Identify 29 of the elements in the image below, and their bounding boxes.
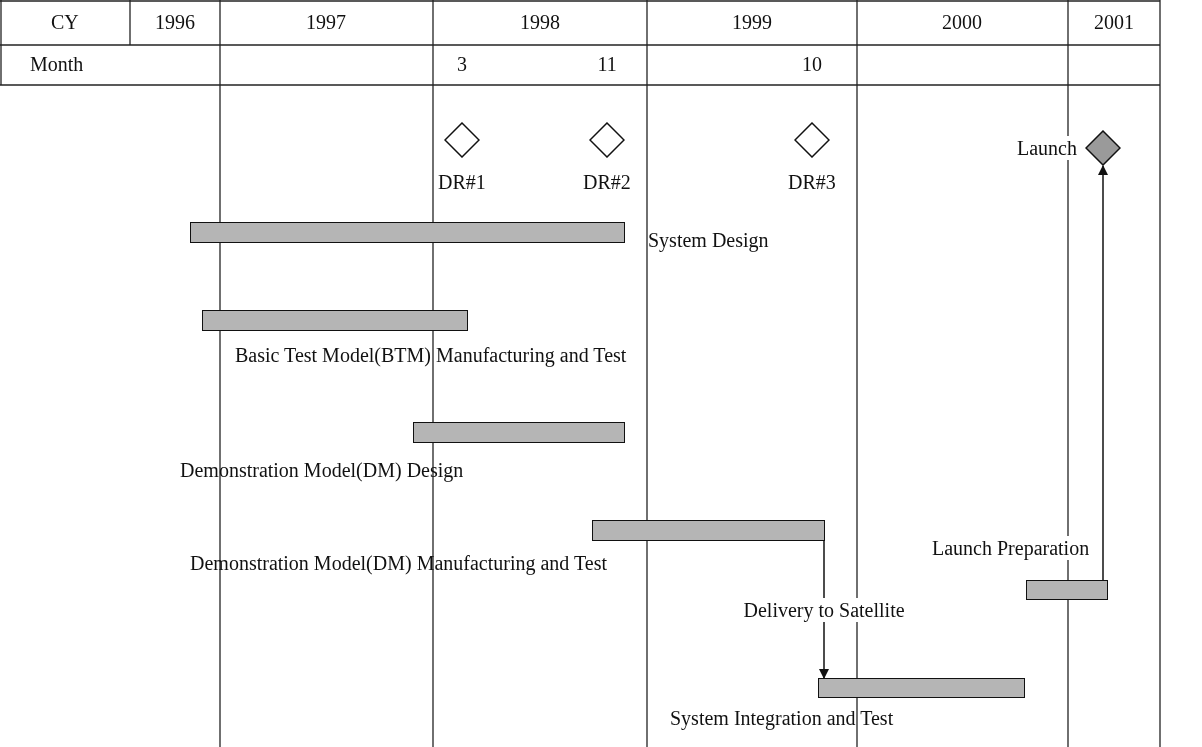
milestone-diamond [794,122,830,158]
task-label: System Integration and Test [670,706,894,730]
row-heading: Month [30,52,84,76]
task-label: System Design [648,228,769,252]
task-bar [1026,580,1108,600]
milestone-diamond [1085,130,1121,166]
year-label: 1997 [306,10,346,34]
year-label: 2001 [1094,10,1134,34]
milestone-label: Launch [1014,136,1080,160]
row-heading: CY [51,10,79,34]
task-bar [592,520,825,541]
task-bar [202,310,468,331]
milestone-diamond [589,122,625,158]
milestone-diamond [444,122,480,158]
task-bar [413,422,625,443]
milestone-label: DR#3 [788,170,836,194]
year-label: 1999 [732,10,772,34]
year-label: 2000 [942,10,982,34]
year-label: 1996 [155,10,195,34]
month-label: 3 [457,52,467,76]
month-label: 10 [802,52,822,76]
milestone-label: DR#1 [438,170,486,194]
milestone-label: DR#2 [583,170,631,194]
task-label: Basic Test Model(BTM) Manufacturing and Test [235,343,627,367]
month-label: 11 [597,52,617,76]
task-bar [190,222,625,243]
arrow [1098,165,1108,581]
year-label: 1998 [520,10,560,34]
task-bar [818,678,1025,698]
